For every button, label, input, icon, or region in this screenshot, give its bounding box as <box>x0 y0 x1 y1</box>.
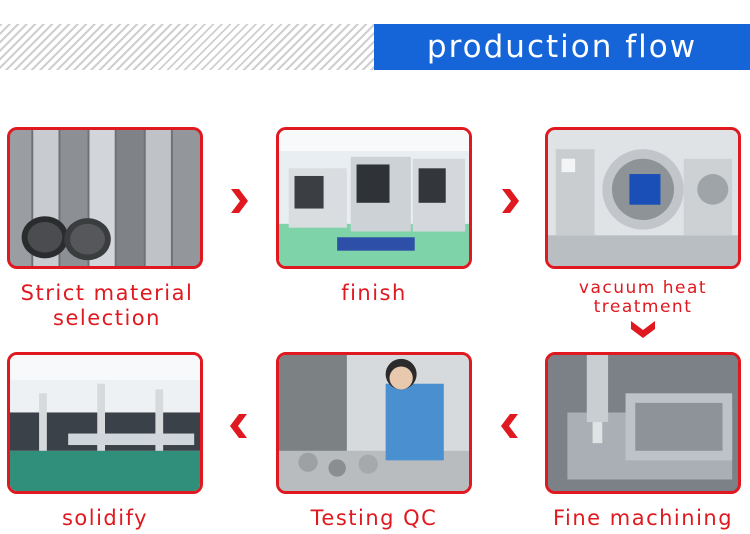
chevron-left-icon <box>229 412 249 440</box>
step-label-fine-machining: Fine machining <box>552 506 734 530</box>
chevron-left-icon <box>500 412 520 440</box>
header-stripes <box>0 24 375 70</box>
step-label-material: Strict material selection <box>20 281 194 330</box>
step-image-fine-machining <box>545 352 741 494</box>
page-header: production flow <box>0 24 750 70</box>
page-title: production flow <box>374 24 750 70</box>
step-image-material <box>7 127 203 269</box>
step-image-vacuum-heat <box>545 127 741 269</box>
step-label-vacuum-heat: vacuum heat treatment <box>578 278 708 317</box>
step-image-solidify <box>7 352 203 494</box>
chevron-right-icon <box>229 187 249 215</box>
step-label-testing-qc: Testing QC <box>310 506 438 530</box>
chevron-right-icon <box>500 187 520 215</box>
step-label-solidify: solidify <box>61 506 149 530</box>
step-image-testing-qc <box>276 352 472 494</box>
step-image-finish <box>276 127 472 269</box>
chevron-down-icon <box>629 319 657 339</box>
step-label-finish: finish <box>341 281 407 305</box>
